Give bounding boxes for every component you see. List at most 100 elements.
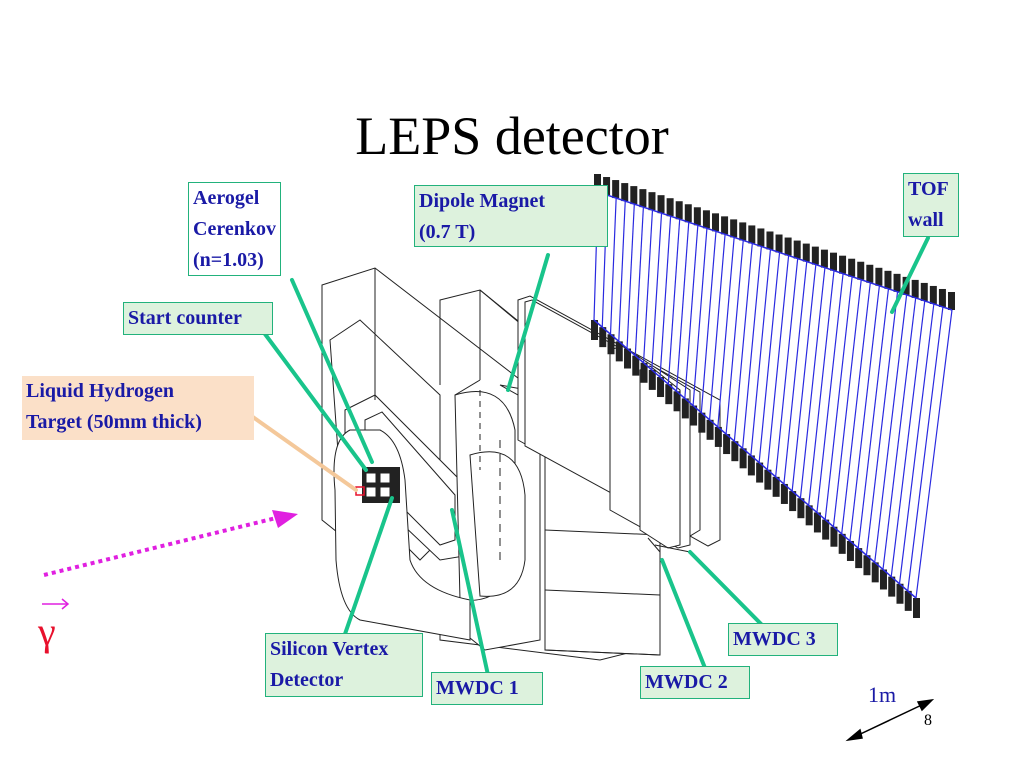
tof-pmt-bottom: [830, 526, 838, 547]
tof-pmt-bottom: [706, 419, 714, 440]
tof-bar: [634, 207, 644, 356]
label-target-line1: Liquid Hydrogen: [26, 380, 175, 402]
tof-pmt-top: [929, 285, 937, 304]
tof-pmt-top: [712, 213, 719, 232]
tof-bar: [700, 231, 717, 413]
tof-bar: [915, 309, 953, 599]
tof-bar: [849, 285, 880, 542]
pointer-tof: [890, 236, 930, 314]
tof-wall-top-edge: [597, 191, 953, 311]
tof-pmt-top: [857, 261, 865, 280]
tof-bar: [783, 261, 808, 485]
tof-wall: [591, 174, 955, 618]
tof-bar: [659, 216, 672, 378]
tof-bar: [808, 270, 835, 506]
tof-pmt-bottom: [896, 583, 904, 604]
tof-pmt-bottom: [747, 455, 755, 476]
label-mwdc2-text: MWDC 2: [645, 671, 728, 693]
tof-pmt-bottom: [665, 384, 673, 405]
tof-pmt-top: [948, 292, 955, 310]
tof-pmt-bottom: [888, 576, 896, 597]
tof-bar: [675, 222, 690, 392]
tof-bar: [651, 213, 663, 370]
tof-pmt-top: [702, 210, 710, 229]
tof-pmt-bottom: [632, 355, 640, 376]
tof-pmt-bottom: [813, 512, 821, 533]
label-tof-line1: TOF: [908, 178, 949, 200]
tof-pmt-top: [594, 174, 601, 192]
tof-pmt-bottom: [846, 540, 854, 561]
label-start-counter: Start counter: [123, 302, 273, 335]
tof-pmt-bottom: [681, 398, 689, 419]
label-svd-line2: Detector: [270, 669, 344, 691]
tof-pmt-bottom: [640, 362, 648, 383]
tof-bar: [642, 210, 654, 363]
tof-pmt-top: [920, 282, 928, 301]
label-target-line2: Target (50mm thick): [26, 411, 202, 433]
tof-bar: [824, 276, 853, 520]
tof-pmt-top: [784, 237, 792, 256]
tof-bar: [890, 300, 926, 577]
tof-pmt-bottom: [838, 533, 846, 554]
tof-pmt-top: [693, 207, 701, 226]
pointer-mwdc1: [450, 508, 490, 677]
tof-bar: [717, 237, 735, 427]
tof-bar: [626, 204, 635, 349]
tof-pmt-bottom: [599, 327, 607, 348]
tof-pmt-top: [748, 225, 756, 244]
tof-pmt-bottom: [607, 334, 615, 355]
tof-pmt-bottom: [879, 569, 887, 590]
label-target: Liquid Hydrogen Target (50mm thick): [22, 376, 254, 440]
label-aerogel-line2: Cerenkov: [193, 218, 276, 240]
tof-pmt-bottom: [855, 548, 863, 569]
label-tof-line2: wall: [908, 209, 944, 231]
tof-pmt-top: [820, 249, 828, 268]
label-aerogel-cerenkov: Aerogel Cerenkov (n=1.03): [188, 182, 281, 276]
label-aerogel-line1: Aerogel: [193, 187, 260, 209]
tof-pmt-top: [775, 234, 783, 253]
label-dipole-magnet: Dipole Magnet (0.7 T): [414, 185, 608, 247]
gamma-symbol: γ: [38, 609, 56, 654]
tof-bar: [708, 234, 726, 420]
tof-pmt-top: [757, 228, 765, 247]
tof-pmt-bottom: [591, 320, 598, 340]
tof-bar: [865, 291, 899, 556]
tof-bar: [874, 294, 908, 563]
tof-pmt-top: [657, 195, 665, 214]
tof-pmt-top: [675, 201, 683, 220]
tof-bar: [775, 258, 799, 477]
tof-pmt-top: [730, 219, 738, 238]
tof-pmt-bottom: [657, 377, 665, 398]
tof-pmt-top: [766, 231, 774, 250]
pointer-mwdc2: [660, 558, 707, 670]
tof-pmt-bottom: [863, 555, 871, 576]
tof-pmt-top: [830, 252, 837, 271]
tof-bar: [799, 267, 826, 499]
label-mwdc2: MWDC 2: [640, 666, 750, 699]
tof-pmt-bottom: [615, 341, 623, 362]
tof-bar: [898, 303, 935, 584]
tof-pmt-bottom: [723, 434, 731, 455]
tof-pmt-top: [666, 198, 674, 217]
tof-pmt-bottom: [772, 476, 780, 497]
tof-pmt-bottom: [822, 519, 830, 540]
tof-pmt-top: [621, 183, 629, 202]
pointer-svd: [343, 496, 394, 636]
scale-label: 1m: [868, 682, 897, 707]
tof-pmt-top: [839, 255, 847, 274]
slide-title: LEPS detector: [355, 106, 669, 166]
label-mwdc1: MWDC 1: [431, 672, 543, 705]
tof-bar: [618, 201, 626, 342]
label-mwdc3: MWDC 3: [728, 623, 838, 656]
tof-bar: [758, 252, 781, 463]
tof-pmt-top: [648, 192, 656, 211]
label-tof-wall: TOF wall: [903, 173, 959, 237]
tof-pmt-top: [866, 264, 874, 283]
tof-pmt-top: [875, 267, 883, 286]
tof-pmt-bottom: [739, 448, 747, 469]
tof-pmt-top: [802, 243, 810, 262]
tof-bar: [791, 264, 817, 492]
tof-pmt-bottom: [731, 441, 739, 462]
